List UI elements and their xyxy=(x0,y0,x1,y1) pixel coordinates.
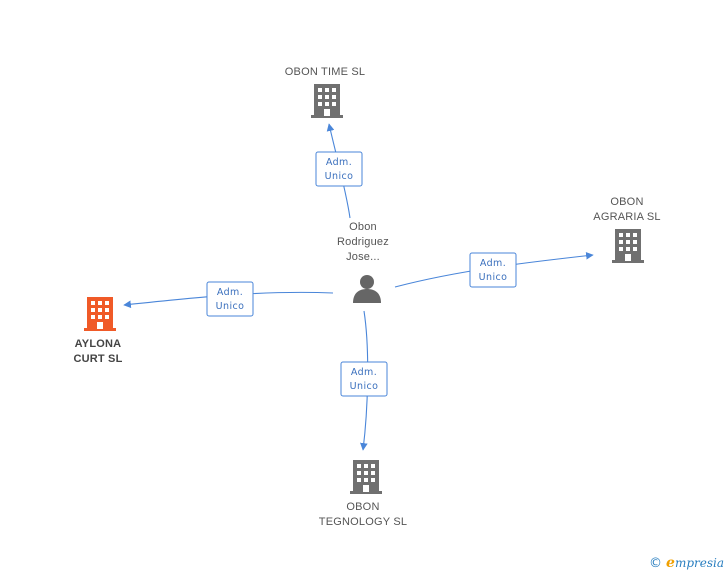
edge-label-line: Unico xyxy=(216,301,245,312)
company-name-line: TEGNOLOGY SL xyxy=(319,516,407,528)
person-icon xyxy=(353,275,381,303)
edge-label-line: Unico xyxy=(479,272,508,283)
company-name-line: AGRARIA SL xyxy=(593,211,660,223)
company-node-aylona-curt[interactable]: AYLONA CURT SL xyxy=(73,297,122,365)
brand-logo-rest: mpresia xyxy=(674,556,724,570)
edge-label-obon-tegnology[interactable]: Adm. Unico xyxy=(340,361,388,397)
company-name-line: OBON xyxy=(610,196,643,208)
building-icon xyxy=(350,460,382,494)
person-name-line: Obon xyxy=(349,221,377,233)
edge-label-line: Adm. xyxy=(351,367,377,378)
edge-label-obon-agraria[interactable]: Adm. Unico xyxy=(469,252,517,288)
copyright-icon: © xyxy=(649,555,663,571)
edge-label-obon-time[interactable]: Adm. Unico xyxy=(315,151,363,187)
building-icon xyxy=(84,297,116,331)
person-node[interactable]: Obon Rodriguez Jose... xyxy=(337,221,389,303)
edge-label-line: Unico xyxy=(325,171,354,182)
brand-logo: empresia xyxy=(666,555,724,571)
company-name-line: AYLONA xyxy=(75,338,122,350)
company-name-line: OBON TIME SL xyxy=(285,66,365,78)
company-node-obon-time[interactable]: OBON TIME SL xyxy=(285,66,365,118)
edge-label-line: Adm. xyxy=(326,157,352,168)
company-name-line: CURT SL xyxy=(73,353,122,365)
building-icon xyxy=(311,84,343,118)
brand-watermark: © empresia xyxy=(649,555,724,571)
edge-label-line: Adm. xyxy=(480,258,506,269)
edge-label-line: Unico xyxy=(350,381,379,392)
company-node-obon-tegnology[interactable]: OBON TEGNOLOGY SL xyxy=(319,460,407,528)
building-icon xyxy=(612,229,644,263)
company-node-obon-agraria[interactable]: OBON AGRARIA SL xyxy=(593,196,661,263)
edge-label-line: Adm. xyxy=(217,287,243,298)
brand-logo-initial: e xyxy=(666,555,675,571)
company-name-line: OBON xyxy=(346,501,379,513)
edge-label-aylona-curt[interactable]: Adm. Unico xyxy=(206,281,254,317)
person-name-line: Rodriguez xyxy=(337,236,389,248)
person-name-line: Jose... xyxy=(346,251,380,263)
